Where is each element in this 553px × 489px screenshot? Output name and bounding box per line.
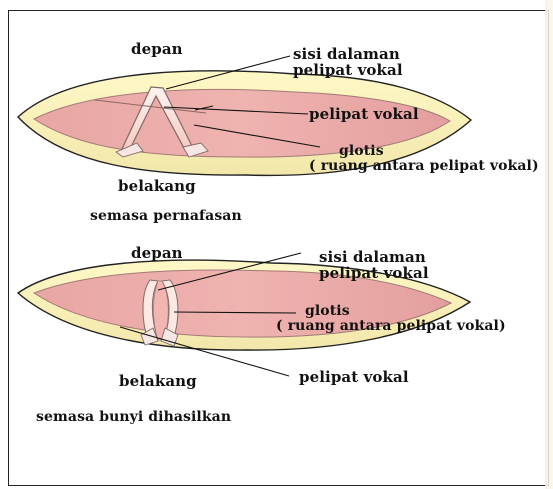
top-caption: semasa pernafasan (90, 209, 242, 224)
bottom-glottis-line-1: glotis (276, 304, 506, 319)
top-inner-side-line-2: pelipat vokal (293, 63, 403, 79)
bottom-vocal-fold-label: pelipat vokal (299, 370, 409, 386)
bottom-inner-side-line-2: pelipat vokal (319, 266, 429, 282)
top-inner-side-label: sisi dalaman pelipat vokal (293, 47, 403, 79)
bottom-glottis-label: glotis ( ruang antara pelipat vokal) (276, 304, 506, 333)
top-front-label: depan (131, 42, 183, 58)
top-vocal-fold-label: pelipat vokal (309, 107, 419, 123)
top-glottis-line-2: ( ruang antara pelipat vokal) (309, 159, 539, 174)
bottom-front-label: depan (131, 246, 183, 262)
top-back-label: belakang (118, 179, 196, 195)
top-glottis-label: glotis ( ruang antara pelipat vokal) (309, 144, 539, 173)
top-glottis-line-1: glotis (309, 144, 539, 159)
bottom-back-label: belakang (119, 374, 197, 390)
bottom-caption: semasa bunyi dihasilkan (36, 410, 231, 425)
bottom-glottis-line-2: ( ruang antara pelipat vokal) (276, 319, 506, 334)
bottom-inner-side-label: sisi dalaman pelipat vokal (319, 250, 429, 282)
